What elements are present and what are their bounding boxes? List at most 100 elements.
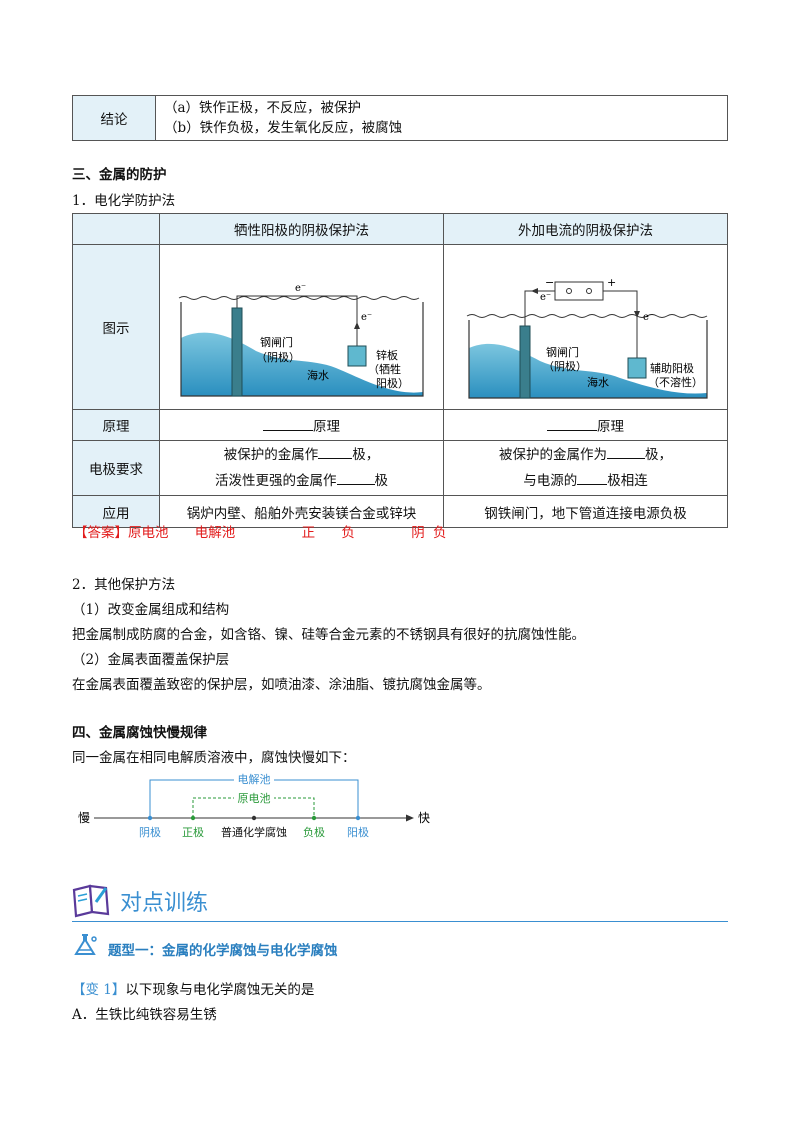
water-surface [466, 314, 708, 318]
zinc-label: 锌板 [376, 348, 398, 362]
conclusion-line-a: （a）铁作正极，不反应，被保护 [164, 100, 362, 116]
section4-title: 四、金属腐蚀快慢规律 [72, 725, 207, 741]
minus-sign: − [545, 276, 554, 289]
application2-cell: 钢铁闸门，地下管道连接电源负极 [443, 495, 728, 528]
col-header-impressed: 外加电流的阴极保护法 [443, 213, 728, 245]
zinc-role-label-2: 阳极） [376, 376, 409, 390]
conclusion-values: （a）铁作正极，不反应，被保护 （b）铁作负极，发生氧化反应，被腐蚀 [155, 95, 728, 141]
arrow-left-icon [531, 288, 538, 294]
corner-cell [72, 213, 160, 245]
diagram2-cell: e⁻ e⁻ − + 钢闸门 （阴极） 辅助阳极 （不溶性） 海水 [443, 244, 728, 410]
question-tag: 【变 1】 [72, 982, 126, 998]
zinc-role-label-1: （牺牲 [368, 362, 401, 376]
flask-icon [74, 934, 97, 955]
blank [318, 446, 353, 459]
wire [236, 295, 358, 346]
principle2-cell: 原理 [443, 409, 728, 441]
slow-label: 慢 [78, 811, 90, 825]
section3-sub2: 2．其他保护方法 [72, 577, 176, 593]
col-header-sacrificial: 牺性阳极的阴极保护法 [159, 213, 444, 245]
application1-cell: 锅炉内壁、船舶外壳安装镁合金或锌块 [159, 495, 444, 528]
electrode2-line1-post: 极， [645, 447, 672, 463]
principle-suffix: 原理 [313, 419, 340, 435]
electrode2-line2-pre: 与电源的 [523, 473, 578, 489]
answer-item: 原电池 [128, 525, 169, 541]
method2-text: 在金属表面覆盖致密的保护层，如喷油漆、涂油脂、镀抗腐蚀金属等。 [72, 677, 491, 693]
option-a[interactable]: A．生铁比纯铁容易生锈 [72, 1007, 217, 1023]
steel-gate [231, 307, 243, 397]
arrow-down-icon [634, 311, 640, 318]
sea-label: 海水 [587, 375, 609, 389]
answer-item: 阴 [411, 525, 425, 541]
label-anode: 阳极 [347, 825, 369, 839]
answer-item: 电解池 [194, 525, 236, 541]
point-cathode [147, 815, 153, 821]
answer-tag: 【答案】 [74, 525, 128, 541]
anode-role-label: （不溶性） [648, 375, 703, 389]
method1-title: （1）改变金属组成和结构 [72, 602, 230, 618]
principle1-cell: 原理 [159, 409, 444, 441]
sacrificial-anode-diagram: e⁻ e⁻ 钢闸门 （阴极） 锌板 （牺牲 阳极） 海水 [178, 283, 424, 397]
wire-positive [603, 290, 638, 358]
electrode1-cell: 被保护的金属作极， 活泼性更强的金属作极 [159, 440, 444, 496]
answer-item: 正 [301, 525, 316, 541]
arrow-right-icon [406, 814, 414, 822]
impressed-current-diagram: e⁻ e⁻ − + 钢闸门 （阴极） 辅助阳极 （不溶性） 海水 [466, 276, 708, 399]
row-label-principle: 原理 [72, 409, 160, 441]
point-chemical [251, 815, 257, 821]
label-positive: 正极 [182, 825, 204, 839]
anode-label: 辅助阳极 [650, 361, 694, 375]
electrolytic-label-bg [234, 772, 274, 786]
row-label-application: 应用 [72, 495, 160, 528]
protection-table: 牺性阳极的阴极保护法 外加电流的阴极保护法 图示 e⁻ e⁻ 钢闸门 [72, 213, 728, 528]
point-negative [311, 815, 317, 821]
power-source [554, 281, 604, 301]
training-title: 对点训练 [120, 891, 209, 916]
gate-role-label: （阴极） [543, 359, 587, 373]
answer-item: 负 [341, 525, 355, 541]
conclusion-label: 结论 [72, 95, 156, 141]
electrolytic-label: 电解池 [238, 772, 271, 786]
electron-right-label: e⁻ [643, 312, 654, 323]
tank-outline [180, 302, 424, 397]
electron-left-label: e⁻ [540, 292, 551, 303]
electron-top-label: e⁻ [295, 283, 306, 294]
label-negative: 负极 [303, 825, 325, 839]
blank [336, 472, 375, 485]
gate-role-label: （阴极） [256, 350, 300, 364]
method2-title: （2）金属表面覆盖保护层 [72, 652, 230, 668]
row-label-diagram: 图示 [72, 244, 160, 410]
gate-label: 钢闸门 [546, 345, 579, 359]
electron-right-label: e⁻ [361, 312, 372, 323]
electrode2-line2-post: 极相连 [607, 473, 648, 489]
sea-label: 海水 [307, 368, 329, 382]
label-cathode: 阴极 [139, 825, 161, 839]
wire-negative [524, 290, 555, 326]
electrode1-line2-post: 极 [374, 473, 389, 489]
label-chemical: 普通化学腐蚀 [221, 825, 287, 839]
electrode2-line1-pre: 被保护的金属作为 [499, 447, 607, 463]
galvanic-label-bg [234, 791, 274, 805]
arrow-up-icon [354, 322, 360, 329]
terminal-negative [566, 288, 572, 294]
row-label-electrode: 电极要求 [72, 440, 160, 496]
question-text: 以下现象与电化学腐蚀无关的是 [125, 982, 315, 998]
conclusion-table: 结论 （a）铁作正极，不反应，被保护 （b）铁作负极，发生氧化反应，被腐蚀 [72, 95, 728, 141]
principle-suffix: 原理 [597, 419, 624, 435]
blank [547, 418, 597, 431]
book-icon [72, 884, 110, 918]
electrode1-line1-pre: 被保护的金属作 [223, 447, 319, 463]
auxiliary-anode [627, 357, 647, 379]
blank [607, 446, 645, 459]
electrode2-cell: 被保护的金属作为 极， 与电源的 极相连 [443, 440, 728, 496]
zinc-plate [347, 345, 367, 367]
section4-intro: 同一金属在相同电解质溶液中，腐蚀快慢如下： [72, 750, 356, 766]
blank [577, 472, 608, 485]
point-positive [190, 815, 196, 821]
galvanic-label: 原电池 [238, 792, 271, 805]
topic-title: 题型一：金属的化学腐蚀与电化学腐蚀 [108, 943, 338, 959]
water-surface [178, 296, 420, 300]
electrode1-line1-post: 极， [352, 447, 380, 463]
fast-label: 快 [418, 811, 430, 825]
answer-item: 负 [432, 525, 447, 541]
